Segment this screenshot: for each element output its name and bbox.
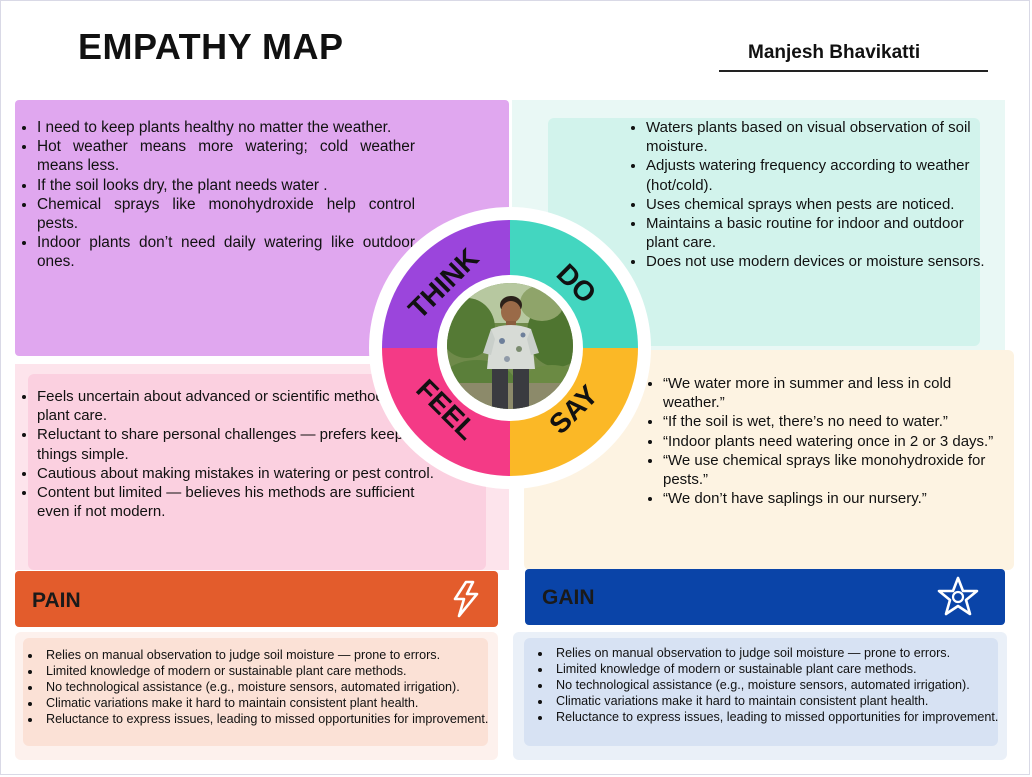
- say-item: “Indoor plants need watering once in 2 o…: [663, 432, 1013, 451]
- feel-item: Reluctant to share personal challenges —…: [37, 425, 437, 463]
- pain-label: PAIN: [32, 589, 81, 612]
- gain-item: Reluctance to express issues, leading to…: [552, 709, 1008, 725]
- pain-item: Reluctance to express issues, leading to…: [42, 711, 490, 727]
- pain-item: No technological assistance (e.g., moist…: [42, 679, 490, 695]
- gain-item: No technological assistance (e.g., moist…: [552, 677, 1008, 693]
- gain-item: Relies on manual observation to judge so…: [552, 645, 1008, 661]
- feel-list: Feels uncertain about advanced or scient…: [17, 387, 437, 521]
- think-item: Indoor plants don’t need daily watering …: [37, 233, 415, 271]
- do-item: Maintains a basic routine for indoor and…: [646, 214, 996, 252]
- author-name: Manjesh Bhavikatti: [748, 42, 921, 63]
- think-item: I need to keep plants healthy no matter …: [37, 118, 415, 137]
- think-item: If the soil looks dry, the plant needs w…: [37, 176, 415, 195]
- say-item: “If the soil is wet, there’s no need to …: [663, 412, 1013, 431]
- do-list: Waters plants based on visual observatio…: [626, 118, 996, 272]
- say-item: “We use chemical sprays like monohydroxi…: [663, 451, 1013, 489]
- do-item: Does not use modern devices or moisture …: [646, 252, 996, 271]
- feel-item: Feels uncertain about advanced or scient…: [37, 387, 437, 425]
- feel-item: Content but limited — believes his metho…: [37, 483, 437, 521]
- gain-list: Relies on manual observation to judge so…: [532, 645, 1008, 725]
- pain-header: [15, 571, 498, 627]
- gain-label: GAIN: [542, 586, 595, 609]
- author-underline: [719, 70, 988, 72]
- do-item: Uses chemical sprays when pests are noti…: [646, 195, 996, 214]
- pain-panel-inner: [23, 638, 488, 746]
- gain-item: Climatic variations make it hard to main…: [552, 693, 1008, 709]
- say-item: “We water more in summer and less in col…: [663, 374, 1013, 412]
- page-title: EMPATHY MAP: [78, 26, 344, 67]
- lightning-icon: [453, 580, 479, 618]
- gain-header: [525, 569, 1005, 625]
- gain-panel-inner: [524, 638, 998, 746]
- think-item: Hot weather means more watering; cold we…: [37, 137, 415, 175]
- gain-item: Limited knowledge of modern or sustainab…: [552, 661, 1008, 677]
- pain-item: Climatic variations make it hard to main…: [42, 695, 490, 711]
- pain-item: Limited knowledge of modern or sustainab…: [42, 663, 490, 679]
- say-item: “We don’t have saplings in our nursery.”: [663, 489, 1013, 508]
- do-item: Adjusts watering frequency according to …: [646, 156, 996, 194]
- star-badge-icon: [937, 576, 979, 616]
- think-item: Chemical sprays like monohydroxide help …: [37, 195, 415, 233]
- pain-list: Relies on manual observation to judge so…: [22, 647, 490, 727]
- think-list: I need to keep plants healthy no matter …: [17, 118, 415, 272]
- person-photo: [447, 283, 573, 409]
- feel-item: Cautious about making mistakes in wateri…: [37, 464, 437, 483]
- say-list: “We water more in summer and less in col…: [643, 374, 1013, 508]
- pain-item: Relies on manual observation to judge so…: [42, 647, 490, 663]
- do-item: Waters plants based on visual observatio…: [646, 118, 996, 156]
